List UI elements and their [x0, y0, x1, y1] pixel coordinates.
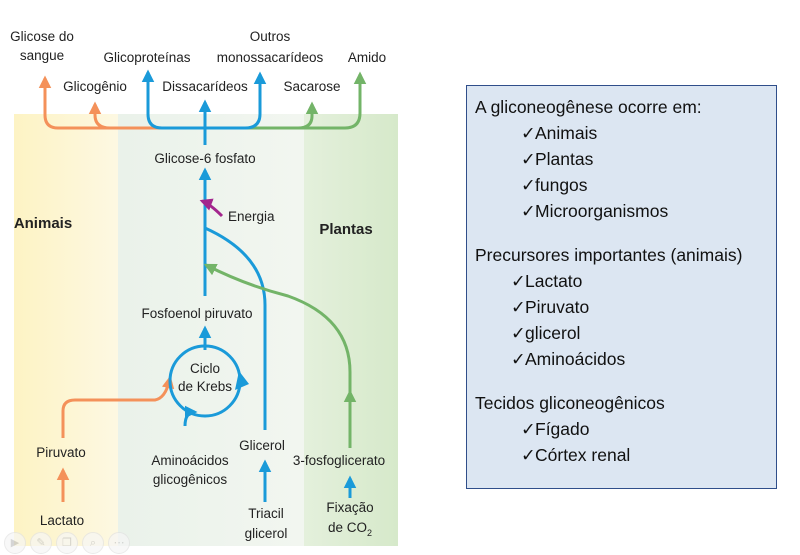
- section3-title: Tecidos gliconeogênicos: [475, 393, 665, 413]
- amino-acids-label-line2: glicogênicos: [153, 472, 228, 487]
- list-item-text: Microorganismos: [535, 201, 669, 221]
- gluconeogenesis-diagram: Animais Plantas Glicose do sangue Glicog…: [10, 29, 398, 546]
- pathway-svg: Animais Plantas Glicose do sangue Glicog…: [10, 29, 398, 546]
- presentation-toolbar: ▶ ✎ ❐ ⌕ ⋯: [4, 532, 130, 554]
- list-item: ✓Animais: [521, 120, 776, 146]
- arrow-pga-to-trunk: [203, 263, 352, 392]
- list-item: ✓Plantas: [521, 146, 776, 172]
- arrow-starch: [205, 71, 367, 130]
- pyruvate-label: Piruvato: [36, 445, 86, 460]
- co2-fixation-label-line1: Fixação: [326, 500, 373, 515]
- list-item-text: Plantas: [535, 149, 594, 169]
- list-item-text: glicerol: [525, 323, 581, 343]
- animals-region: [14, 114, 118, 546]
- blood-glucose-label-line1: Glicose do: [10, 29, 74, 44]
- check-icon: ✓: [521, 123, 536, 143]
- krebs-label-line1: Ciclo: [190, 361, 220, 376]
- list-item: ✓Fígado: [521, 416, 776, 442]
- list-item: ✓Aminoácidos: [511, 346, 776, 372]
- list-item: ✓fungos: [521, 172, 776, 198]
- 3-phosphoglycerate-label: 3-fosfoglicerato: [293, 453, 385, 468]
- list-item: ✓Piruvato: [511, 294, 776, 320]
- disaccharides-label: Dissacarídeos: [162, 79, 248, 94]
- glycogen-label: Glicogênio: [63, 79, 127, 94]
- glucose-6-phosphate-label: Glicose-6 fosfato: [154, 151, 255, 166]
- summary-panel: A gliconeogênese ocorre em: ✓Animais ✓Pl…: [466, 85, 777, 489]
- plant-pathway: [203, 263, 357, 448]
- check-icon: ✓: [511, 271, 526, 291]
- section2-title: Precursores importantes (animais): [475, 245, 743, 265]
- list-item: ✓Microorganismos: [521, 198, 776, 224]
- section1-title: A gliconeogênese ocorre em:: [475, 97, 702, 117]
- plants-region: [304, 114, 398, 546]
- arrow-sucrose: [297, 101, 319, 130]
- check-icon: ✓: [521, 149, 536, 169]
- more-icon[interactable]: ⋯: [108, 532, 130, 554]
- section3-list: ✓Fígado ✓Córtex renal: [475, 416, 776, 468]
- arrow-pyruvate-to-krebs: [61, 375, 175, 438]
- orange-lower: [56, 375, 175, 502]
- other-monosaccharides-label-line2: monossacarídeos: [217, 50, 324, 65]
- energy-arrow: [199, 198, 224, 218]
- check-icon: ✓: [521, 445, 536, 465]
- arrow-glycoproteins: [141, 69, 205, 130]
- krebs-label-line2: de Krebs: [178, 379, 232, 394]
- list-item: ✓glicerol: [511, 320, 776, 346]
- co2-subscript: 2: [367, 528, 372, 538]
- plants-label: Plantas: [319, 221, 372, 238]
- list-item-text: Lactato: [525, 271, 583, 291]
- blue-branches: [141, 69, 267, 145]
- list-item-text: Córtex renal: [535, 445, 631, 465]
- section2-list: ✓Lactato ✓Piruvato ✓glicerol ✓Aminoácido…: [475, 268, 776, 372]
- check-icon: ✓: [511, 349, 526, 369]
- amino-acids-label-line1: Aminoácidos: [151, 453, 229, 468]
- check-icon: ✓: [511, 323, 526, 343]
- co2-fixation-label-line2: de CO2: [328, 520, 372, 538]
- arrow-glycogen: [88, 101, 111, 130]
- arrow-blood-glucose: [38, 75, 200, 130]
- sucrose-label: Sacarose: [283, 79, 340, 94]
- blood-glucose-label-line2: sangue: [20, 48, 64, 63]
- list-item-text: Fígado: [535, 419, 590, 439]
- pen-icon[interactable]: ✎: [30, 532, 52, 554]
- krebs-cycle: [168, 344, 249, 418]
- arrow-amino-to-krebs: [183, 405, 198, 427]
- glycerol-path: [204, 226, 267, 430]
- triacylglycerol-label-line2: glicerol: [245, 526, 288, 541]
- other-monosaccharides-label-line1: Outros: [250, 29, 291, 44]
- animals-label: Animais: [14, 215, 72, 232]
- green-branches: [205, 71, 367, 130]
- zoom-icon[interactable]: ⌕: [82, 532, 104, 554]
- orange-branches: [38, 75, 200, 130]
- arrow-other-monosaccharides: [205, 71, 267, 130]
- pep-label: Fosfoenol piruvato: [141, 306, 252, 321]
- copy-icon[interactable]: ❐: [56, 532, 78, 554]
- check-icon: ✓: [521, 175, 536, 195]
- list-item-text: fungos: [535, 175, 588, 195]
- check-icon: ✓: [511, 297, 526, 317]
- list-item-text: Animais: [535, 123, 598, 143]
- energy-label: Energia: [228, 209, 275, 224]
- list-item-text: Piruvato: [525, 297, 590, 317]
- starch-label: Amido: [348, 50, 386, 65]
- check-icon: ✓: [521, 201, 536, 221]
- triacylglycerol-label-line1: Triacil: [248, 506, 284, 521]
- section1-list: ✓Animais ✓Plantas ✓fungos ✓Microorganism…: [475, 120, 776, 224]
- co2-prefix: de CO: [328, 520, 367, 535]
- list-item: ✓Lactato: [511, 268, 776, 294]
- krebs-ring-arrowhead: [235, 371, 249, 390]
- list-item-text: Aminoácidos: [525, 349, 626, 369]
- lactate-label: Lactato: [40, 513, 84, 528]
- play-icon[interactable]: ▶: [4, 532, 26, 554]
- glycoproteins-label: Glicoproteínas: [103, 50, 190, 65]
- list-item: ✓Córtex renal: [521, 442, 776, 468]
- glycerol-label: Glicerol: [239, 438, 285, 453]
- check-icon: ✓: [521, 419, 536, 439]
